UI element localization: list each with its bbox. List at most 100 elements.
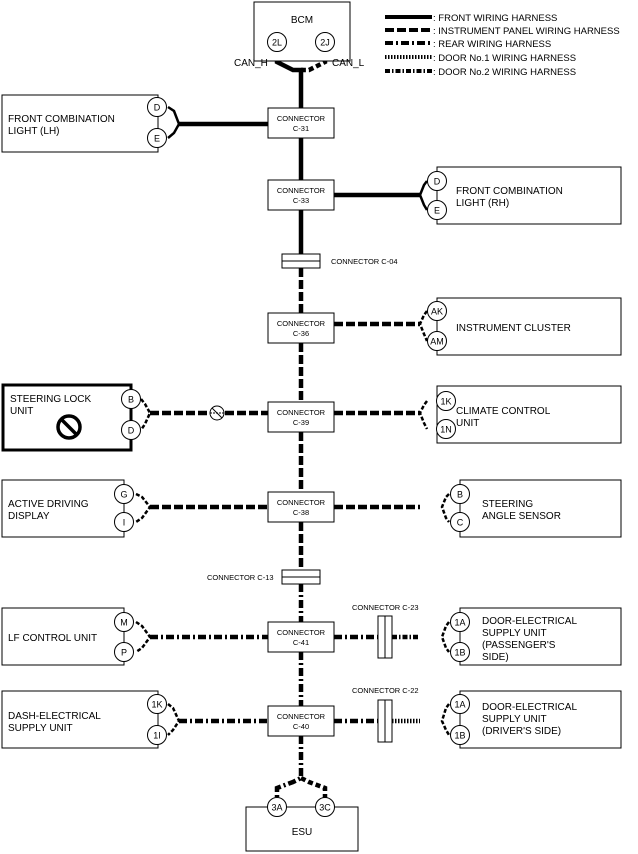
fork-dash-supply <box>167 703 181 736</box>
climate-pin1 <box>436 391 456 411</box>
legend-front-label: : FRONT WIRING HARNESS <box>433 13 557 24</box>
lf-control-pin1 <box>114 612 134 632</box>
cluster-pin2 <box>427 331 447 351</box>
front-rh-box <box>436 166 622 225</box>
dash-supply-pin2-label: 1I <box>153 731 161 741</box>
lf-control-pin2-label: P <box>121 648 127 658</box>
front-lh-line1: FRONT COMBINATION <box>8 114 115 125</box>
branch-wires <box>150 121 420 724</box>
inline-c23-label: CONNECTOR C-23 <box>352 603 419 612</box>
steering-angle-pin2-label: C <box>457 518 464 528</box>
door-pass-pin2 <box>450 642 470 662</box>
no-connection-icon <box>209 405 225 421</box>
door-pass-line4: SIDE) <box>482 652 509 663</box>
door-pass-line1: DOOR-ELECTRICAL <box>482 616 577 627</box>
esu-split-wire-b <box>299 775 328 798</box>
connector-c36: CONNECTOR C-36 <box>267 312 335 344</box>
fork-active-driving <box>135 492 152 524</box>
connector-c31-line1: CONNECTOR <box>277 114 326 123</box>
lf-control-pin1-label: M <box>120 618 128 628</box>
bcm-name: BCM <box>291 15 313 26</box>
front-rh-line1: FRONT COMBINATION <box>456 186 563 197</box>
bcm-pin-l <box>315 32 335 52</box>
door-driver-line1: DOOR-ELECTRICAL <box>482 702 577 713</box>
esu-name: ESU <box>292 827 313 838</box>
connector-c39: CONNECTOR C-39 <box>267 401 335 433</box>
dash-supply-box <box>1 690 159 749</box>
bcm-can-l-wire <box>301 51 328 73</box>
steering-angle-pin1-label: B <box>457 490 463 500</box>
steering-angle-line1: STEERING <box>482 499 533 510</box>
connector-c36-line1: CONNECTOR <box>277 319 326 328</box>
trunk-wires <box>274 51 328 798</box>
module-steering-angle-sensor: STEERING ANGLE SENSOR B C <box>450 479 622 538</box>
steering-lock-pin1-label: B <box>128 395 134 405</box>
cluster-box <box>436 297 622 356</box>
front-lh-pin2-label: E <box>154 134 160 144</box>
connector-c39-line2: C-39 <box>293 418 309 427</box>
connector-c33-box <box>267 179 335 211</box>
esu-pin2-label: 3C <box>319 803 331 813</box>
esu-box <box>245 806 359 852</box>
climate-line2: UNIT <box>456 418 479 429</box>
esu-module: ESU 3A 3C <box>245 797 359 852</box>
bcm-pin-h-label: 2L <box>272 38 282 48</box>
module-lf-control-unit: LF CONTROL UNIT M P <box>1 607 134 666</box>
connector-c38-line1: CONNECTOR <box>277 498 326 507</box>
module-front-combination-lh: FRONT COMBINATION LIGHT (LH) D E <box>1 94 167 153</box>
connector-c41-line1: CONNECTOR <box>277 628 326 637</box>
steering-lock-pin2-label: D <box>128 426 135 436</box>
esu-pin1 <box>267 797 287 817</box>
prohibited-icon <box>56 414 82 440</box>
inline-c22-label: CONNECTOR C-22 <box>352 686 419 695</box>
cluster-pin1-label: AK <box>431 307 443 317</box>
door-driver-pin2-label: 1B <box>454 731 465 741</box>
legend-instrument-label: : INSTRUMENT PANEL WIRING HARNESS <box>433 26 620 37</box>
connector-c41-line2: C-41 <box>293 638 309 647</box>
door-driver-pin1-label: 1A <box>454 700 465 710</box>
lf-control-pin2 <box>114 642 134 662</box>
door-driver-pin1 <box>450 694 470 714</box>
front-rh-pin1 <box>427 171 447 191</box>
connector-c39-line1: CONNECTOR <box>277 408 326 417</box>
connector-c33: CONNECTOR C-33 <box>267 179 335 211</box>
connector-c39-box <box>267 401 335 433</box>
active-driving-pin1-label: G <box>120 490 127 500</box>
bcm-module: BCM 2L 2J CAN_H CAN_L <box>234 1 365 69</box>
module-climate-control-unit: CLIMATE CONTROL UNIT 1K 1N <box>436 385 622 444</box>
steering-lock-pin1 <box>121 389 141 409</box>
front-rh-pin2-label: E <box>434 206 440 216</box>
active-driving-pin2-label: I <box>123 518 126 528</box>
front-rh-pin1-label: D <box>434 177 441 187</box>
bcm-pin-l-label: 2J <box>320 38 330 48</box>
active-driving-line1: ACTIVE DRIVING <box>8 499 89 510</box>
legend: : FRONT WIRING HARNESS : INSTRUMENT PANE… <box>385 13 620 78</box>
can-h-label: CAN_H <box>234 58 268 69</box>
connector-c41-box <box>267 621 335 653</box>
steering-lock-line2: UNIT <box>10 406 33 417</box>
steering-angle-box <box>459 479 622 538</box>
fork-lf-control <box>135 620 152 654</box>
dash-supply-line2: SUPPLY UNIT <box>8 723 73 734</box>
front-lh-pin2 <box>147 128 167 148</box>
active-driving-box <box>1 479 125 538</box>
steering-angle-pin1 <box>450 484 470 504</box>
esu-pin1-label: 3A <box>271 803 282 813</box>
bcm-box <box>253 1 351 62</box>
lf-control-box <box>1 607 125 666</box>
legend-rear-label: : REAR WIRING HARNESS <box>433 39 551 50</box>
fork-front-lh <box>167 105 181 139</box>
connector-c41: CONNECTOR C-41 <box>267 621 335 653</box>
fork-door-pass <box>440 621 450 653</box>
module-door-supply-passenger: DOOR-ELECTRICAL SUPPLY UNIT (PASSENGER'S… <box>450 607 622 666</box>
legend-door2-label: : DOOR No.2 WIRING HARNESS <box>433 67 576 78</box>
steering-angle-line2: ANGLE SENSOR <box>482 511 561 522</box>
climate-line1: CLIMATE CONTROL <box>456 406 551 417</box>
connector-c31: CONNECTOR C-31 <box>267 107 335 139</box>
connector-c33-line1: CONNECTOR <box>277 186 326 195</box>
fork-steering-lock <box>139 398 152 431</box>
front-lh-pin1-label: D <box>154 103 161 113</box>
fork-cluster <box>418 310 429 342</box>
bcm-pin-h <box>267 32 287 52</box>
door-driver-line2: SUPPLY UNIT <box>482 714 547 725</box>
